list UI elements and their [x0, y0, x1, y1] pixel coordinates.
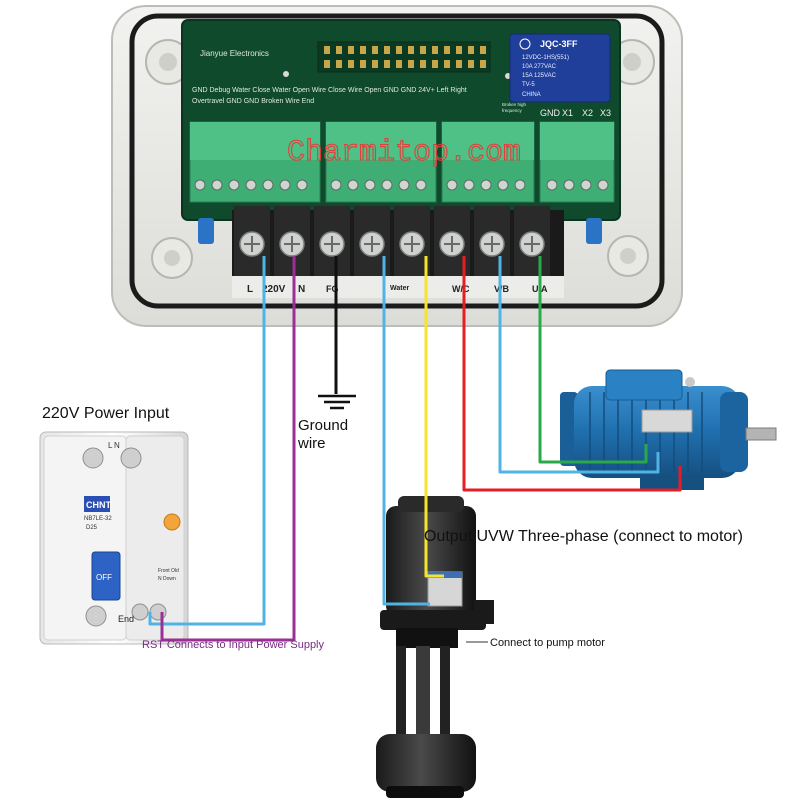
breaker-toggle	[91, 551, 121, 601]
wire-purple-power-n	[160, 256, 296, 642]
relay-origin: CHINA	[522, 92, 541, 98]
control-box: Jianyue Electronics GND Debug Water Clos…	[111, 5, 683, 327]
breaker-test-button	[163, 513, 181, 531]
enclosure-gasket	[129, 13, 665, 309]
relay-model: JQC-3FF	[540, 39, 578, 49]
header-label-gnd: GND	[540, 108, 561, 118]
three-phase-motor	[560, 369, 777, 490]
terminal-label-strip	[232, 276, 564, 298]
breaker-end-label: End	[118, 614, 134, 624]
breaker-bottom-terminal-1	[85, 605, 107, 627]
wires	[148, 256, 682, 643]
terminal-label-vb: V/B	[494, 284, 510, 294]
motor-junction-box	[605, 369, 683, 401]
breaker-terminal-label-n: N	[114, 441, 120, 450]
breaker-brand: CHNT	[86, 500, 111, 510]
power-terminal-strip	[232, 206, 564, 282]
uvw-output-label: Output UVW Three-phase (connect to motor…	[424, 528, 743, 545]
board-legend-line1: GND Debug Water Close Water Open Wire Cl…	[192, 87, 467, 94]
pump-motor-label: Connect to pump motor	[490, 637, 605, 649]
terminal-label-n: N	[298, 284, 305, 295]
ground-symbol	[318, 394, 356, 410]
board-legend-line2: Overtravel GND GND Broken Wire End	[192, 98, 314, 105]
breaker-top-terminal-n	[120, 447, 142, 469]
wire-blue-power-l	[148, 256, 266, 626]
power-input-label: 220V Power Input	[42, 405, 170, 422]
relay-rating-4: TV-5	[522, 82, 535, 88]
rst-supply-label: RST Connects to Input Power Supply	[142, 639, 325, 651]
breaker-n-down: N Down	[158, 576, 176, 582]
board-brand: Jianyue Electronics	[200, 49, 269, 58]
wire-green-phase-u	[538, 256, 648, 464]
breaker-top-terminal-l	[82, 447, 104, 469]
relay-rating-1: 12VDC-1HS(551)	[522, 55, 569, 61]
header-label-x1: X1	[562, 108, 573, 118]
motor-shaft	[745, 427, 777, 441]
terminal-label-220v: 220V	[262, 284, 286, 295]
breaker-brand-badge	[84, 496, 110, 512]
terminal-label-water: Water	[390, 285, 409, 292]
terminal-label-fg: FG	[326, 284, 339, 294]
header-label-x2: X2	[582, 108, 593, 118]
breaker-switch-state: OFF	[96, 573, 112, 582]
pump-base	[376, 734, 476, 792]
breaker-bottom-terminal-3	[149, 603, 167, 621]
breaker-rating: D25	[86, 525, 98, 531]
header-label-x3: X3	[600, 108, 611, 118]
circuit-breaker: L N CHNT NB7LE-32 D25 OFF Front Old N Do…	[39, 431, 189, 645]
green-terminal-screws	[194, 179, 609, 191]
relay-rating-2: 10A 277VAC	[522, 64, 557, 70]
breaker-bottom-terminal-2	[131, 603, 149, 621]
broken-high-label: Broken high	[502, 102, 527, 107]
breaker-front-old: Front Old	[158, 568, 179, 574]
green-terminal-block-2	[325, 121, 437, 203]
ground-wire-label-line1: Ground	[298, 417, 349, 434]
wire-blue-pump	[382, 256, 430, 606]
terminal-label-wc: W/C	[452, 284, 470, 294]
breaker-terminal-label-l: L	[108, 441, 113, 450]
ground-wire-label-line2: wire	[298, 435, 326, 452]
wire-red-phase-w	[462, 256, 682, 492]
relay: JQC-3FF 12VDC-1HS(551) 10A 277VAC 15A 12…	[509, 33, 611, 103]
pump-outlet	[474, 600, 494, 624]
terminal-label-l: L	[247, 284, 253, 295]
frequency-label: frequency	[502, 108, 523, 113]
coolant-pump	[376, 496, 494, 798]
breaker-model: NB7LE-32	[84, 516, 112, 522]
wire-blue-phase-v	[498, 256, 660, 474]
relay-rating-3: 15A 125VAC	[522, 73, 557, 79]
pin-header	[317, 41, 491, 73]
wire-yellow-pump	[424, 256, 444, 578]
watermark: Charmitop.com	[287, 136, 521, 170]
